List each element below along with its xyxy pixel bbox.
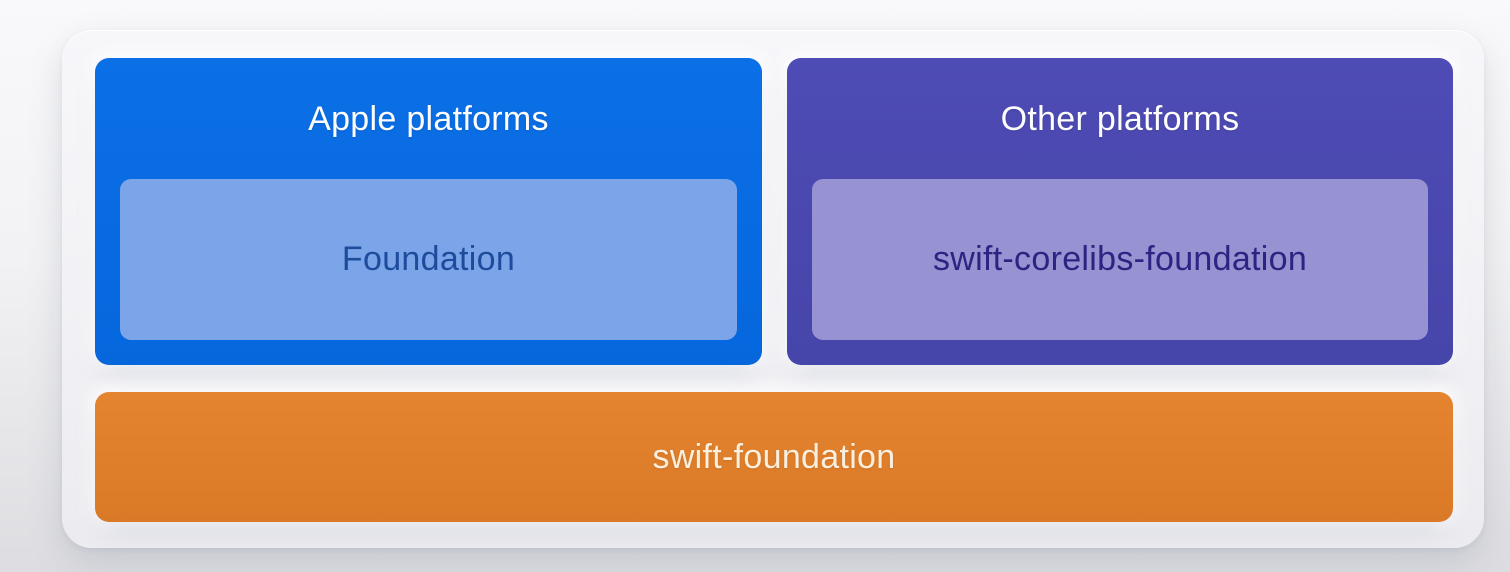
- group-box-other-platforms: Other platforms swift-corelibs-foundatio…: [787, 58, 1453, 365]
- group-box-apple-platforms: Apple platforms Foundation: [95, 58, 762, 365]
- group-title-other-platforms: Other platforms: [1000, 99, 1240, 138]
- nested-box-swift-corelibs-foundation: swift-corelibs-foundation: [812, 179, 1428, 340]
- group-title-apple-platforms: Apple platforms: [308, 99, 549, 138]
- base-box-swift-foundation: swift-foundation: [95, 392, 1453, 522]
- diagram-panel: Apple platforms Foundation Other platfor…: [62, 30, 1484, 548]
- nested-box-foundation: Foundation: [120, 179, 737, 340]
